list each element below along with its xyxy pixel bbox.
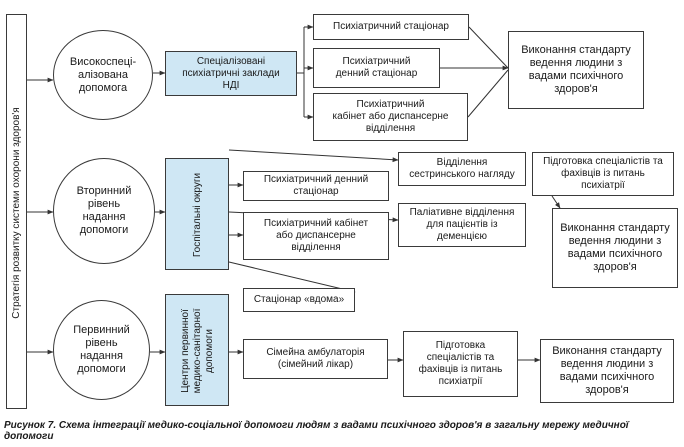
- tertiary-cabinet-box: Психіатричний кабінет або диспансерне ві…: [313, 93, 468, 141]
- connector-inpatient-standard: [468, 26, 509, 69]
- palliative-department-box: Паліативне відділення для пацієнтів із д…: [398, 203, 526, 247]
- connector-cabinet-standard: [467, 69, 509, 118]
- secondary-level-ellipse: Вторинний рівень надання допомоги: [53, 158, 155, 264]
- hospital-districts-box: Госпітальні округи: [165, 158, 229, 270]
- arrow-to-home-hospital: [228, 261, 356, 294]
- specialized-institutions-box: Спеціалізовані психіатричні заклади НДІ: [165, 51, 297, 96]
- primary-standard-box: Виконання стандарту ведення людини з вад…: [540, 339, 674, 403]
- nursing-department-box: Відділення сестринського нагляду: [398, 152, 526, 186]
- primary-level-ellipse: Первинний рівень надання допомоги: [53, 300, 150, 400]
- arrow-sec-training-standard: [551, 195, 561, 209]
- arrow-to-nursing: [228, 149, 399, 163]
- hospital-districts-label: Госпітальні округи: [192, 172, 203, 258]
- tertiary-standard-box: Виконання стандарту ведення людини з вад…: [508, 31, 644, 109]
- tertiary-day-hospital-box: Психіатричний денний стаціонар: [313, 48, 440, 88]
- tertiary-level-ellipse: Високоспеці- алізована допомога: [53, 30, 153, 120]
- strategy-label: Стратегія розвитку системи охорони здоро…: [11, 107, 22, 319]
- family-clinic-box: Сімейна амбулаторія (сімейний лікар): [243, 339, 388, 379]
- primary-care-centers-label: Центри первинної медико-санітарної допом…: [180, 308, 215, 394]
- primary-care-centers-box: Центри первинної медико-санітарної допом…: [165, 294, 229, 406]
- tertiary-inpatient-box: Психіатричний стаціонар: [313, 14, 469, 40]
- secondary-training-box: Підготовка спеціалістів та фахівців із п…: [532, 152, 674, 196]
- figure-caption: Рисунок 7. Схема інтеграції медико-соціа…: [4, 420, 629, 442]
- strategy-bar: Стратегія розвитку системи охорони здоро…: [6, 14, 27, 409]
- secondary-standard-box: Виконання стандарту ведення людини з вад…: [552, 208, 678, 288]
- secondary-cabinet-box: Психіатричний кабінет або диспансерне ві…: [243, 212, 389, 260]
- secondary-day-hospital-box: Психіатричний денний стаціонар: [243, 171, 389, 201]
- primary-training-box: Підготовка спеціалістів та фахівців із п…: [403, 331, 518, 397]
- home-hospital-box: Стаціонар «вдома»: [243, 288, 355, 312]
